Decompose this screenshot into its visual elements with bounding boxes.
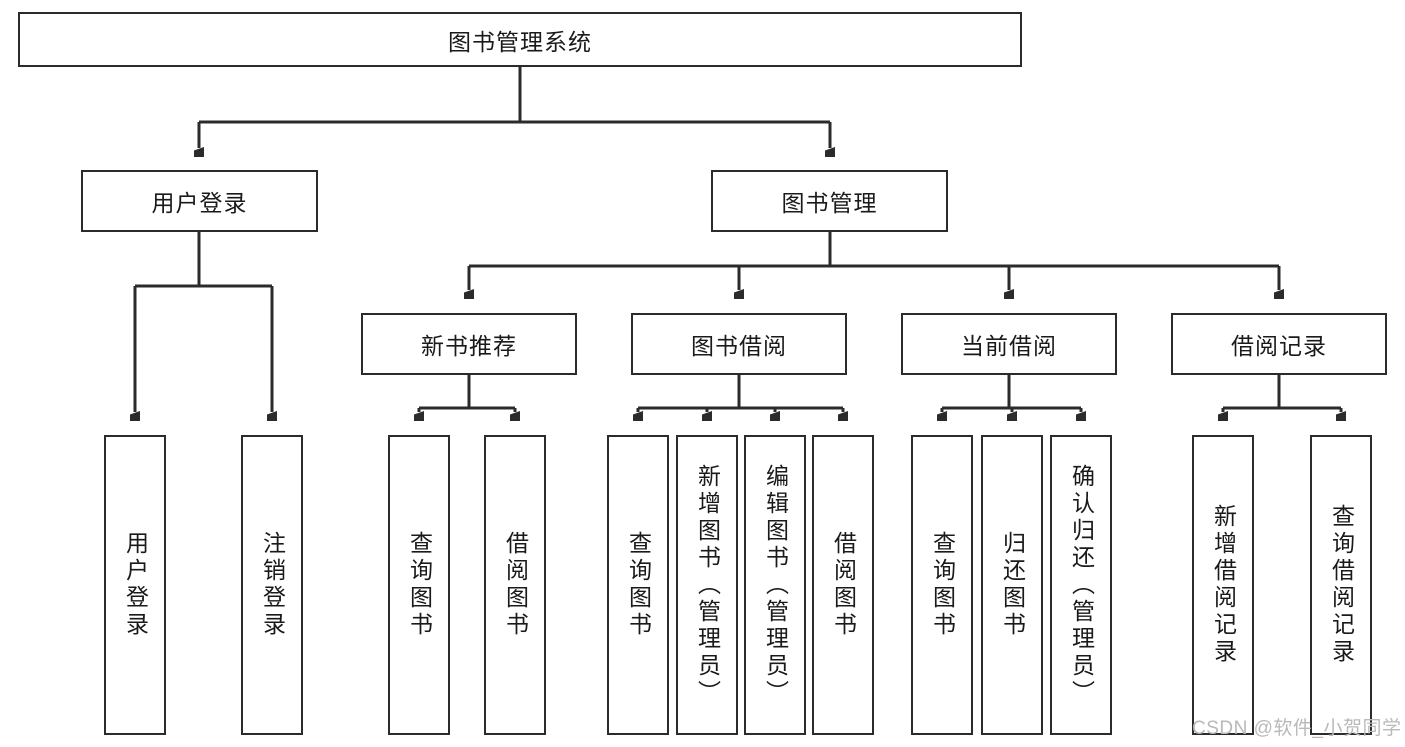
node-leaf-add-book[interactable]: 新增图书（管理员）	[676, 435, 738, 735]
node-current-borrow-label: 当前借阅	[961, 333, 1057, 359]
node-new-book-recommend[interactable]: 新书推荐	[361, 313, 577, 375]
node-leaf-query-book-1-label: 查询图书	[406, 531, 433, 639]
node-leaf-return-book[interactable]: 归还图书	[981, 435, 1043, 735]
node-root-label: 图书管理系统	[448, 28, 592, 55]
node-book-borrow[interactable]: 图书借阅	[631, 313, 847, 375]
node-leaf-query-book-2-label: 查询图书	[625, 531, 652, 639]
node-leaf-query-borrow-record-label: 查询借阅记录	[1328, 504, 1355, 666]
node-leaf-edit-book[interactable]: 编辑图书（管理员）	[744, 435, 806, 735]
node-new-book-recommend-label: 新书推荐	[421, 333, 517, 359]
node-leaf-add-borrow-record-label: 新增借阅记录	[1210, 504, 1237, 666]
node-leaf-logout-login[interactable]: 注销登录	[241, 435, 303, 735]
node-root[interactable]: 图书管理系统	[18, 12, 1022, 67]
node-current-borrow[interactable]: 当前借阅	[901, 313, 1117, 375]
node-leaf-user-login[interactable]: 用户登录	[104, 435, 166, 735]
node-leaf-add-book-label: 新增图书（管理员）	[694, 463, 721, 707]
node-leaf-logout-login-label: 注销登录	[259, 531, 286, 639]
node-book-manage-label: 图书管理	[781, 190, 878, 216]
watermark-label: CSDN @软件_小贺同学	[1192, 718, 1402, 739]
node-leaf-return-book-label: 归还图书	[999, 531, 1026, 639]
node-book-borrow-label: 图书借阅	[691, 333, 787, 359]
node-leaf-borrow-book-1-label: 借阅图书	[502, 531, 529, 639]
node-leaf-confirm-return-label: 确认归还（管理员）	[1068, 463, 1095, 707]
node-book-manage[interactable]: 图书管理	[711, 170, 948, 232]
node-leaf-confirm-return[interactable]: 确认归还（管理员）	[1050, 435, 1112, 735]
node-user-login-label: 用户登录	[151, 190, 248, 216]
node-leaf-borrow-book-2[interactable]: 借阅图书	[812, 435, 874, 735]
node-leaf-query-book-3-label: 查询图书	[929, 531, 956, 639]
node-leaf-query-borrow-record[interactable]: 查询借阅记录	[1310, 435, 1372, 735]
node-leaf-query-book-1[interactable]: 查询图书	[388, 435, 450, 735]
node-leaf-edit-book-label: 编辑图书（管理员）	[762, 463, 789, 707]
node-leaf-borrow-book-1[interactable]: 借阅图书	[484, 435, 546, 735]
node-borrow-record[interactable]: 借阅记录	[1171, 313, 1387, 375]
node-leaf-add-borrow-record[interactable]: 新增借阅记录	[1192, 435, 1254, 735]
node-borrow-record-label: 借阅记录	[1231, 333, 1327, 359]
node-leaf-query-book-2[interactable]: 查询图书	[607, 435, 669, 735]
node-user-login[interactable]: 用户登录	[81, 170, 318, 232]
node-leaf-query-book-3[interactable]: 查询图书	[911, 435, 973, 735]
node-leaf-borrow-book-2-label: 借阅图书	[830, 531, 857, 639]
node-leaf-user-login-label: 用户登录	[122, 531, 149, 639]
